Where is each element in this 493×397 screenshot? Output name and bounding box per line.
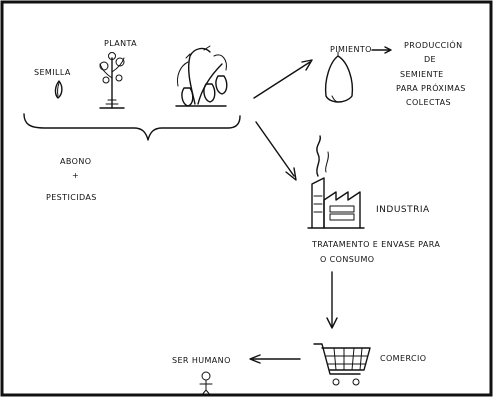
mature-plant-icon (175, 45, 228, 107)
grouping-brace (23, 113, 241, 141)
arrow-to-industria (255, 121, 295, 177)
label-abono: ABONO (60, 157, 91, 166)
label-pimiento: PIMIENTO (330, 45, 372, 54)
arrow-to-pimiento (253, 61, 311, 99)
human-icon (199, 371, 213, 397)
label-produccion-1: PRODUCCIÓN (404, 39, 463, 50)
label-comercio: COMERCIO (380, 354, 426, 363)
label-produccion-5: COLECTAS (406, 98, 451, 107)
label-industria: INDUSTRIA (376, 205, 430, 215)
label-tratamiento-2: O CONSUMO (320, 255, 374, 264)
label-produccion-2: DE (424, 55, 436, 64)
label-produccion-4: PARA PRÓXIMAS (396, 82, 466, 93)
label-semilla: SEMILLA (34, 68, 71, 77)
label-produccion-3: SEMIENTE (400, 70, 444, 79)
label-plus: + (72, 171, 79, 180)
label-tratamiento-1: TRATAMENTO E ENVASE PARA (311, 240, 440, 249)
label-pesticidas: PESTICIDAS (46, 193, 97, 202)
seed-icon (54, 80, 63, 99)
pepper-icon (324, 51, 354, 103)
label-ser-humano: SER HUMANO (172, 356, 231, 365)
factory-icon (307, 135, 365, 229)
shopping-cart-icon (313, 343, 371, 386)
label-planta: PLANTA (104, 39, 137, 48)
plant-icon (99, 52, 125, 109)
